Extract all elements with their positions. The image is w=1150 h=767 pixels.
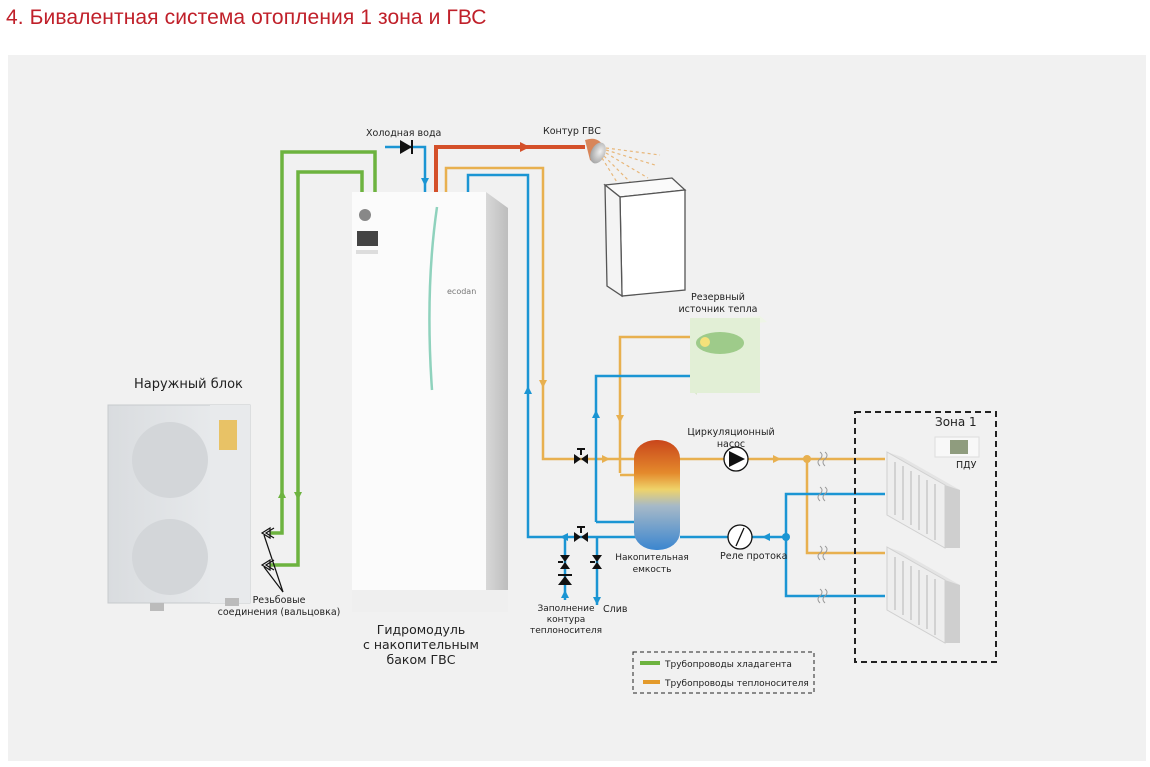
label-backup-heat-line2: источник тепла <box>678 304 758 315</box>
hydro-module <box>352 192 508 612</box>
label-backup-heat: Резервный источник тепла <box>668 292 768 316</box>
dhw-hot-pipe <box>434 145 585 192</box>
outdoor-unit <box>107 404 251 611</box>
cold-water-pipe <box>385 145 427 192</box>
legend-swatch-heat-carrier <box>643 680 660 684</box>
drain-valve-icon <box>590 555 602 569</box>
flare-connection-icon <box>260 526 284 593</box>
backup-heat-source <box>690 316 767 395</box>
backup-return-pipe <box>594 374 690 522</box>
label-hydro-module: Гидромодуль с накопительным баком ГВС <box>351 622 491 667</box>
label-flare-line2: соединения (вальцовка) <box>217 607 341 618</box>
label-flare-connections: Резьбовые соединения (вальцовка) <box>209 595 349 619</box>
fill-valve-icon <box>558 555 570 569</box>
label-hydro-line2: с накопительным <box>363 637 479 652</box>
page-title: 4. Бивалентная система отопления 1 зона … <box>6 6 487 29</box>
shower-head-icon <box>585 138 661 201</box>
dhw-consumer-box <box>603 177 687 298</box>
check-valve-icon <box>400 140 412 154</box>
diagram-svg: ecodan <box>107 138 997 694</box>
label-flare-line1: Резьбовые <box>252 595 306 606</box>
label-fill-line3: теплоносителя <box>529 626 603 636</box>
refrigerant-pipe-inner <box>270 170 364 567</box>
label-fill-line1: Заполнение <box>537 604 595 614</box>
label-buffer-line2: емкость <box>632 565 672 575</box>
fill-check-valve-icon <box>558 574 572 585</box>
legend-swatch-refrigerant <box>640 661 660 665</box>
legend-label-refrigerant: Трубопроводы хладагента <box>665 660 792 670</box>
radiator-icon <box>886 546 960 644</box>
pipe-break-icons <box>817 451 828 604</box>
label-circ-pump-line2: насос <box>716 439 746 450</box>
refrigerant-pipe-outer <box>270 150 377 535</box>
label-fill: Заполнение контура теплоносителя <box>526 604 606 637</box>
label-zone: Зона 1 <box>935 415 977 429</box>
label-circulation-pump: Циркуляционный насос <box>686 427 776 451</box>
label-dhw-circuit: Контур ГВС <box>543 126 601 137</box>
buffer-tank <box>634 440 680 550</box>
radiator-return-pipes <box>784 492 885 598</box>
label-cold-water: Холодная вода <box>366 128 442 139</box>
flow-arrow-down-icon <box>294 492 302 500</box>
valve-icon <box>574 448 588 464</box>
label-fill-line2: контура <box>546 615 586 625</box>
backup-supply-pipe <box>618 335 690 473</box>
label-outdoor-unit: Наружный блок <box>134 377 243 392</box>
label-remote: ПДУ <box>956 460 977 471</box>
legend-box <box>632 651 815 694</box>
diagram-canvas: ecodan Холодная вода Контур ГВС Резервны… <box>8 55 1146 761</box>
zone-boundary <box>854 411 997 663</box>
brand-logo: ecodan <box>447 287 476 296</box>
label-flow-relay: Реле протока <box>720 551 788 562</box>
label-buffer-line1: Накопительная <box>615 553 689 563</box>
label-drain: Слив <box>603 604 628 615</box>
valve-icon <box>574 526 588 542</box>
legend-label-heat-carrier: Трубопроводы теплоносителя <box>665 679 809 689</box>
remote-controller-icon <box>934 436 980 458</box>
label-backup-heat-line1: Резервный <box>691 292 745 303</box>
refrigerant-pipes <box>270 150 377 567</box>
flow-arrow-up-icon <box>278 490 286 498</box>
radiator2-supply-pipe <box>805 459 885 555</box>
label-hydro-line3: баком ГВС <box>386 652 456 667</box>
label-buffer-tank: Накопительная емкость <box>612 552 692 576</box>
label-hydro-line1: Гидромодуль <box>376 622 466 637</box>
label-circ-pump-line1: Циркуляционный <box>687 427 775 438</box>
radiator-icon <box>886 451 960 549</box>
